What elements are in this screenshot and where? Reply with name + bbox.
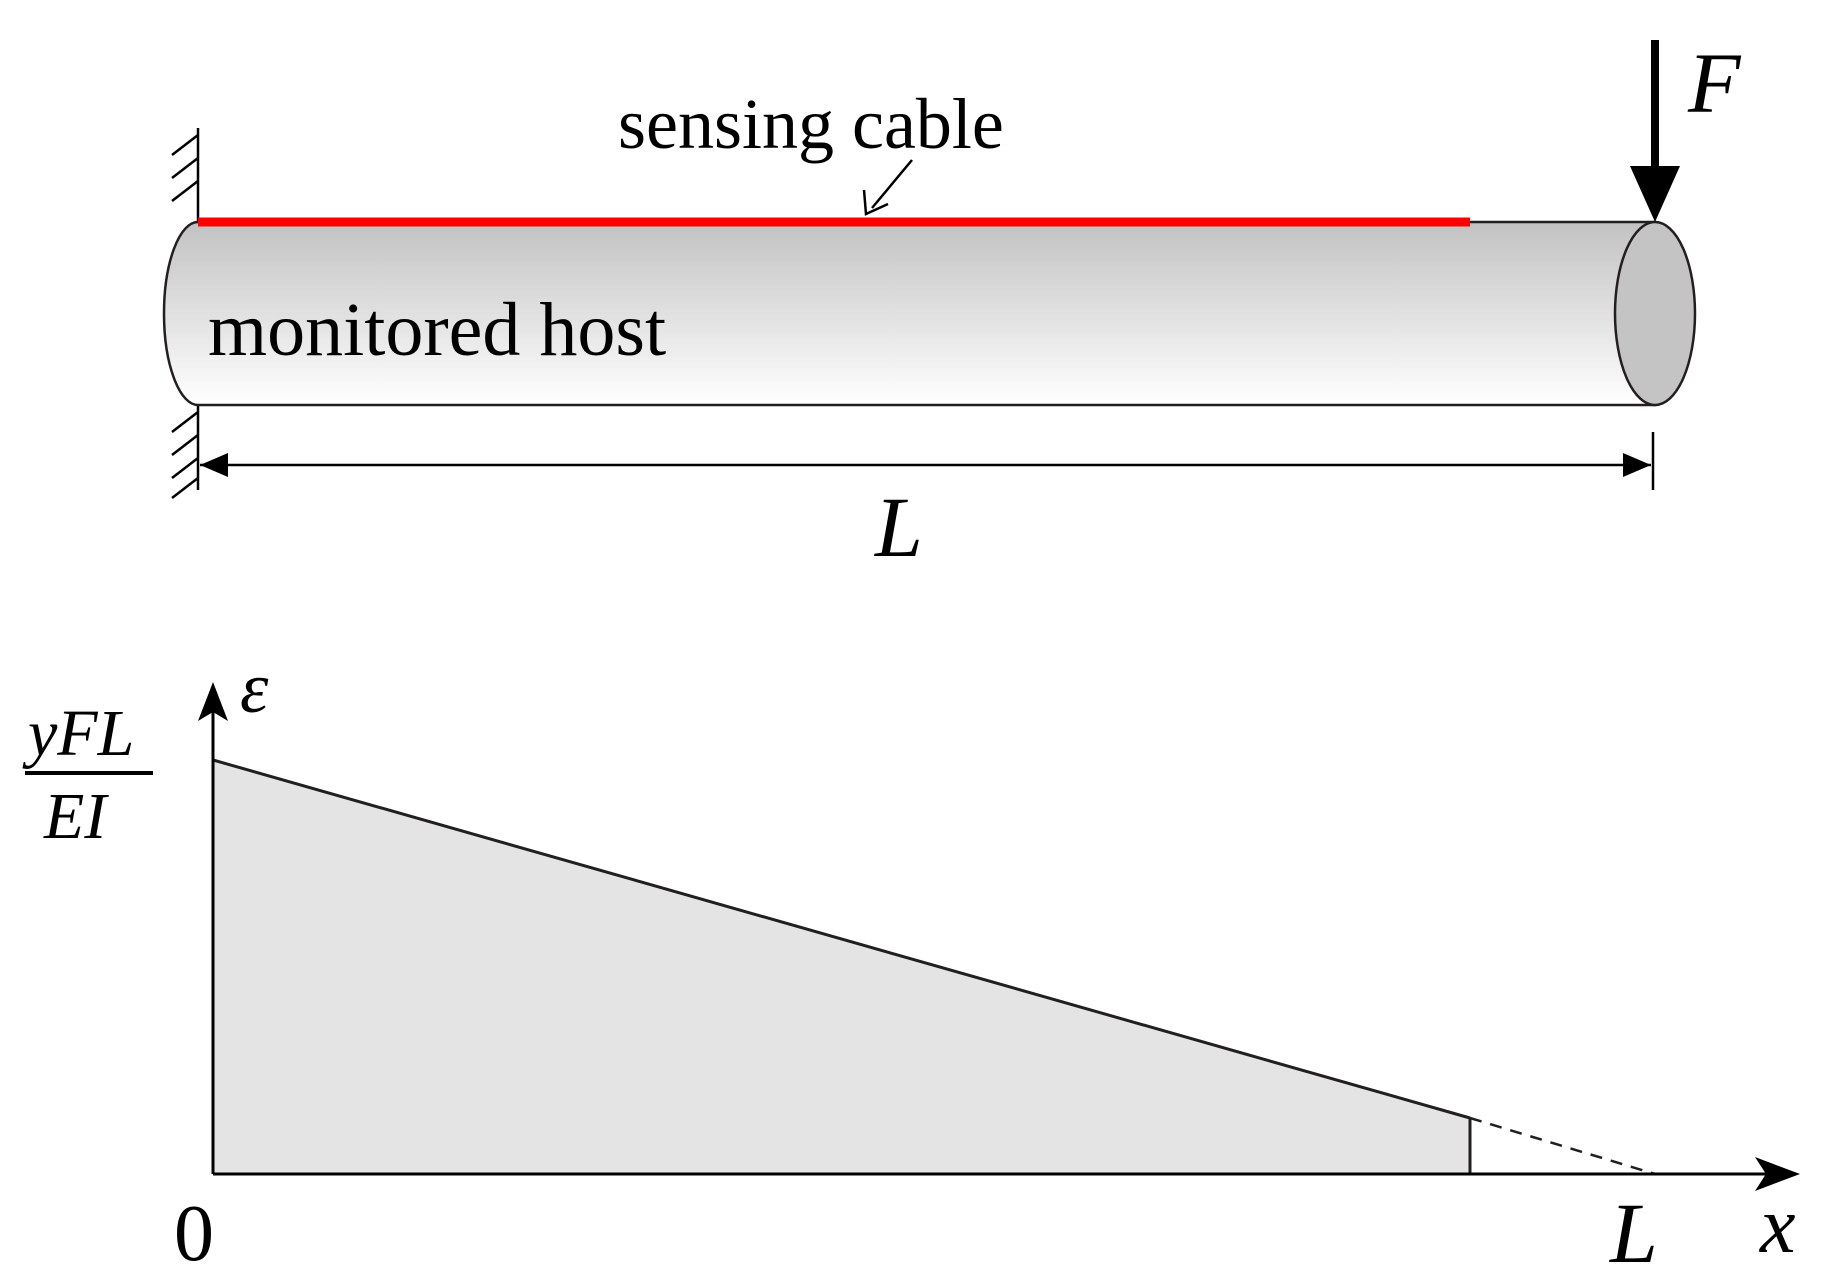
force-label: F bbox=[1687, 35, 1742, 131]
beam-figure: sensing cable monitored host F L bbox=[162, 35, 1742, 575]
sensing-cable-label: sensing cable bbox=[618, 84, 1004, 164]
monitored-host-cylinder bbox=[162, 220, 1657, 407]
strain-line bbox=[212, 758, 1471, 1120]
strain-extension-dashed bbox=[1469, 1116, 1656, 1176]
cable-pointer-arrow bbox=[862, 159, 913, 216]
x-axis bbox=[213, 1157, 1800, 1191]
x-origin-label: 0 bbox=[174, 1190, 214, 1278]
y-value-denominator: EI bbox=[43, 780, 109, 853]
x-end-label: L bbox=[1608, 1185, 1658, 1281]
fixed-support bbox=[171, 128, 200, 499]
strain-plot: ε yFL EI 0 L x bbox=[22, 648, 1800, 1281]
y-axis bbox=[198, 682, 228, 1174]
length-label: L bbox=[873, 479, 923, 575]
cylinder-end-cap bbox=[1613, 220, 1697, 407]
length-dimension bbox=[200, 432, 1655, 490]
strain-area bbox=[213, 760, 1470, 1174]
x-axis-label: x bbox=[1759, 1182, 1796, 1270]
y-value-numerator: yFL bbox=[22, 697, 134, 770]
monitored-host-label: monitored host bbox=[208, 288, 666, 372]
y-axis-label: ε bbox=[240, 648, 269, 728]
force-arrow bbox=[1630, 40, 1680, 222]
